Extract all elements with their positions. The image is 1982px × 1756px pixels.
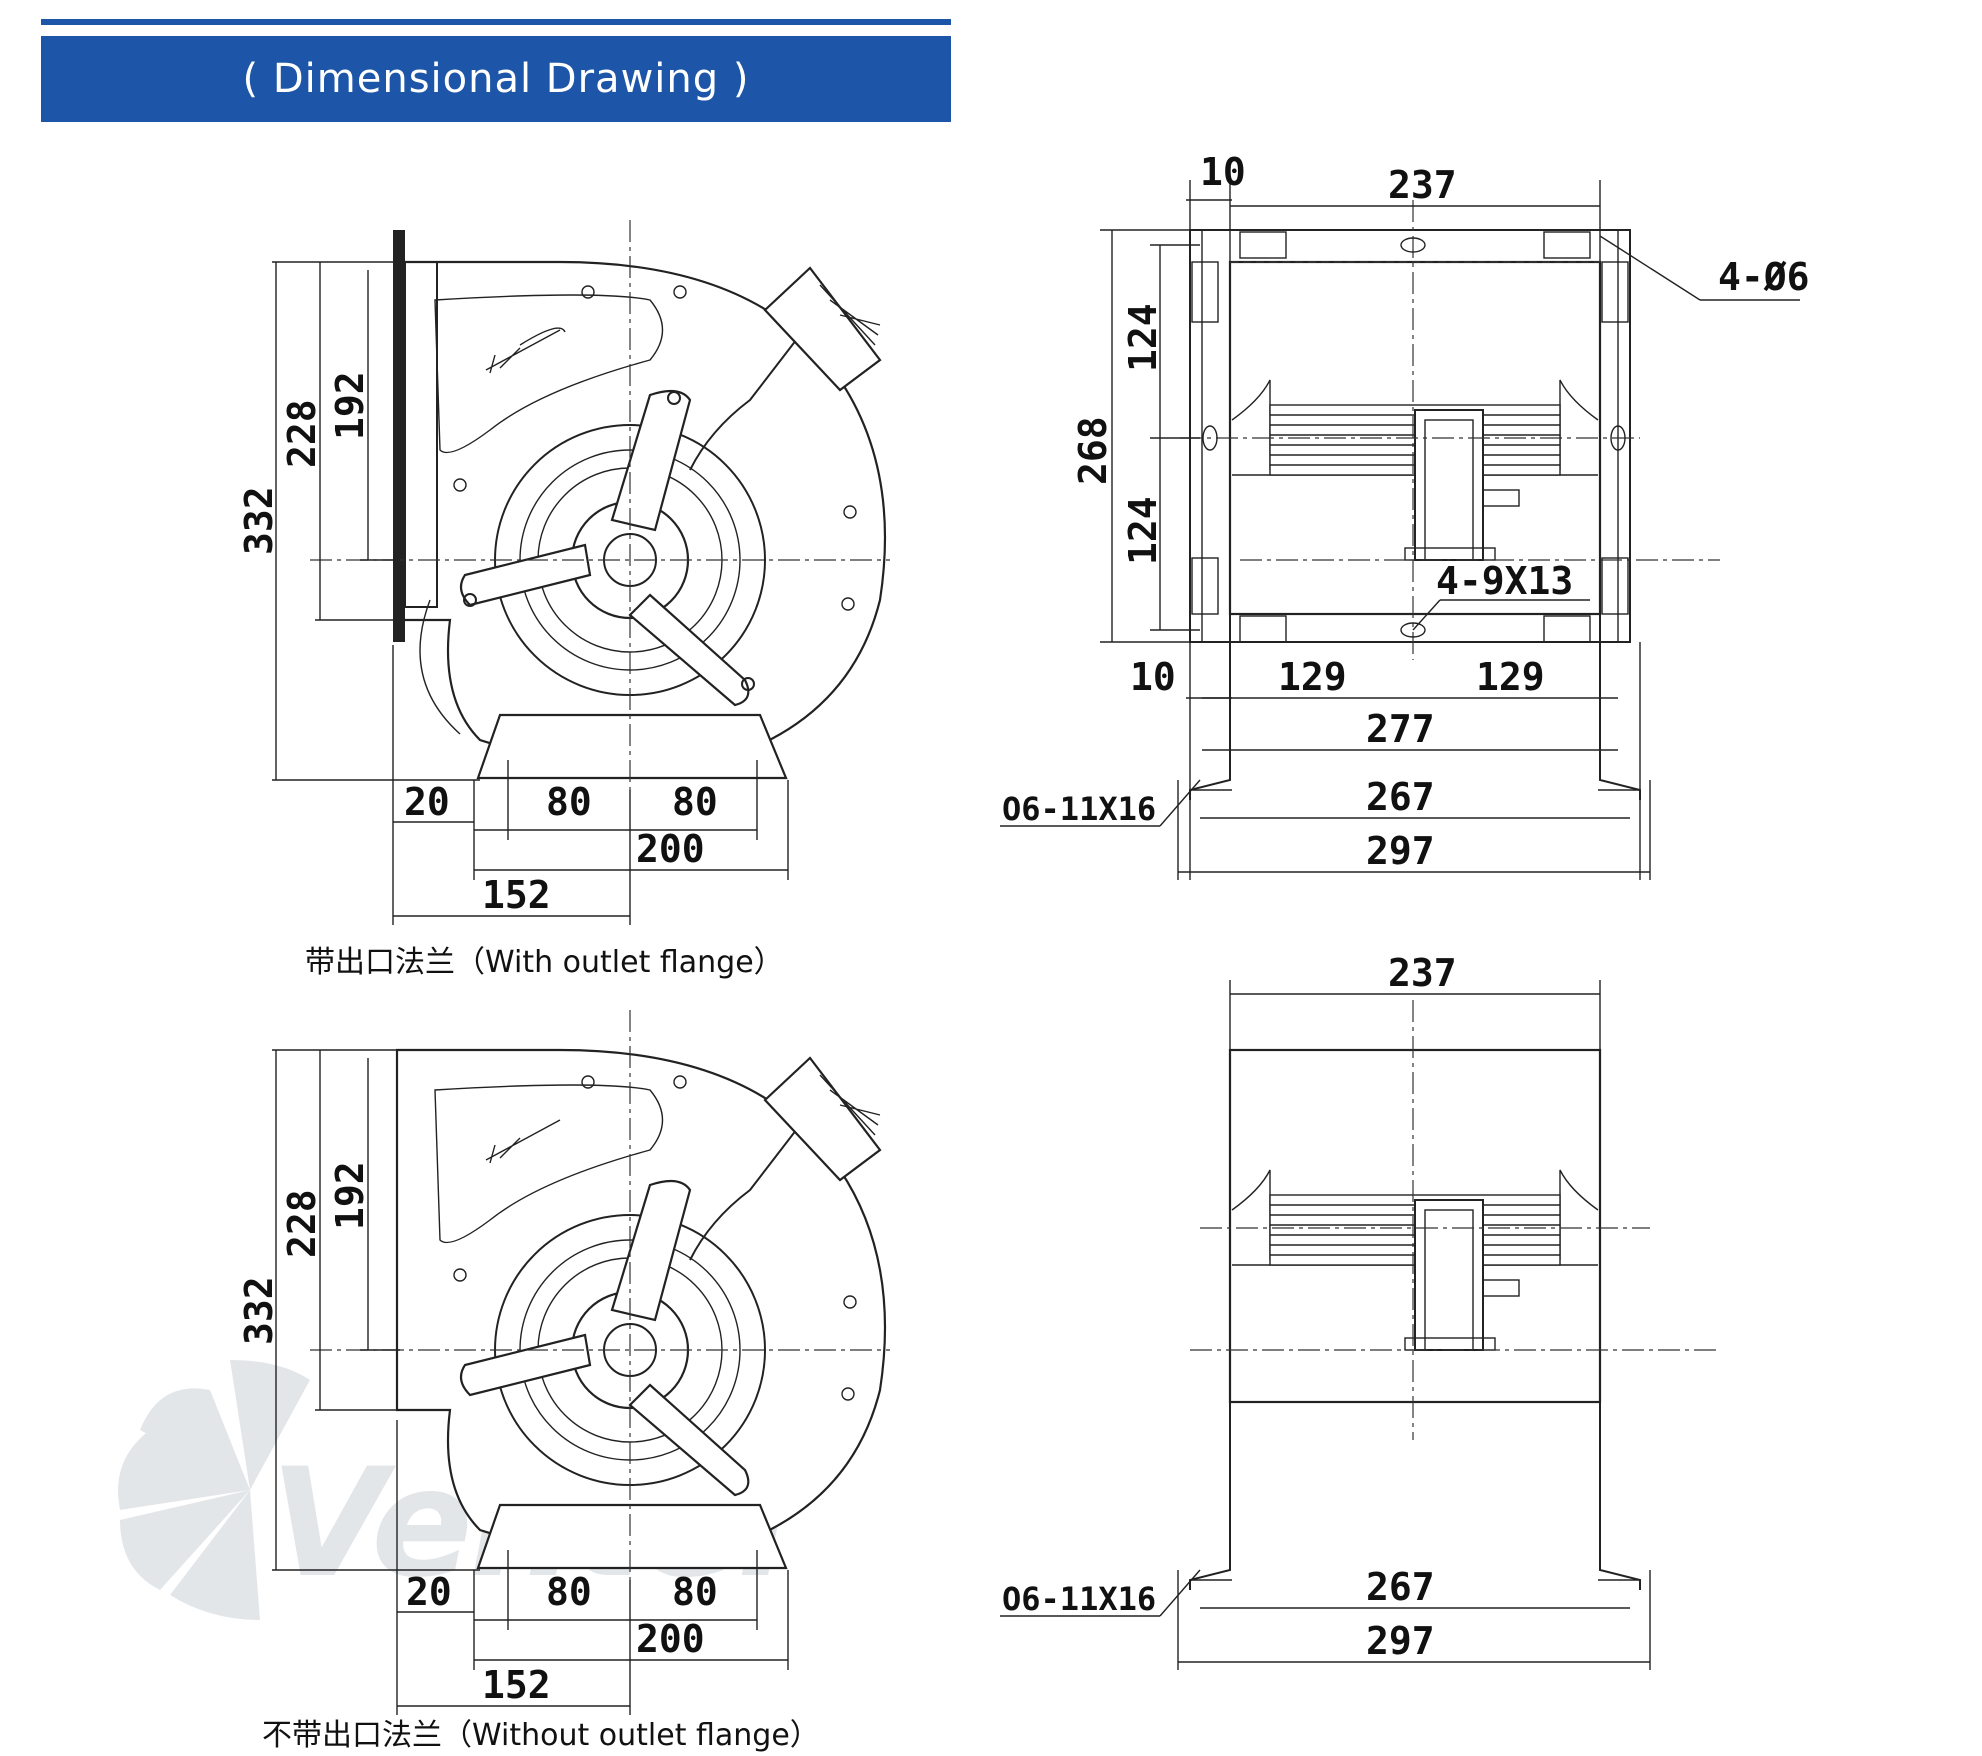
dim-237-top: 237 bbox=[1388, 163, 1457, 207]
note-foot-slot-bottom: O6-11X16 bbox=[1002, 1580, 1156, 1618]
terminal-box bbox=[763, 266, 882, 392]
dim-332: 332 bbox=[237, 486, 281, 555]
dim-228: 228 bbox=[280, 399, 324, 468]
dim-267-top: 267 bbox=[1366, 775, 1435, 819]
dim-10-bottom: 10 bbox=[1130, 655, 1176, 699]
side-view-without-flange: 332 228 192 20 80 80 200 152 不带出口法兰（With… bbox=[237, 1010, 890, 1753]
dim-20-b: 20 bbox=[406, 1570, 452, 1614]
caption-with-flange: 带出口法兰（With outlet flange） bbox=[305, 945, 784, 980]
header-rule bbox=[41, 19, 951, 25]
note-4-holes: 4-Ø6 bbox=[1718, 255, 1810, 299]
dim-192: 192 bbox=[328, 371, 372, 440]
note-foot-slot-top: O6-11X16 bbox=[1002, 790, 1156, 828]
dim-297-bottom: 297 bbox=[1366, 1619, 1435, 1663]
dim-200-b: 200 bbox=[636, 1617, 705, 1661]
dim-268: 268 bbox=[1071, 416, 1115, 485]
motor-body bbox=[1414, 409, 1484, 561]
dim-152: 152 bbox=[482, 873, 551, 917]
dim-124-upper: 124 bbox=[1121, 303, 1165, 372]
section-header: ( Dimensional Drawing ) bbox=[41, 36, 951, 122]
dim-10-top: 10 bbox=[1200, 150, 1246, 194]
section-title: ( Dimensional Drawing ) bbox=[242, 56, 750, 102]
dim-237-bottom: 237 bbox=[1388, 951, 1457, 995]
dim-80-left: 80 bbox=[546, 780, 592, 824]
dim-192-b: 192 bbox=[328, 1161, 372, 1230]
mounting-foot bbox=[476, 713, 788, 780]
front-view-bottom: 237 267 297 O6-11X16 bbox=[1000, 951, 1720, 1670]
dim-129-left: 129 bbox=[1278, 655, 1347, 699]
dim-200: 200 bbox=[636, 827, 705, 871]
front-view-top: 10 237 4-Ø6 268 124 124 4-9X13 10 129 12… bbox=[1000, 150, 1810, 880]
outlet-flange bbox=[393, 230, 405, 642]
dim-277: 277 bbox=[1366, 707, 1435, 751]
note-4-slots: 4-9X13 bbox=[1436, 559, 1573, 603]
dim-124-lower: 124 bbox=[1121, 496, 1165, 565]
dim-267-bottom: 267 bbox=[1366, 1565, 1435, 1609]
dim-129-right: 129 bbox=[1476, 655, 1545, 699]
dim-228-b: 228 bbox=[280, 1189, 324, 1258]
caption-without-flange: 不带出口法兰（Without outlet flange） bbox=[262, 1718, 820, 1753]
dim-80-left-b: 80 bbox=[546, 1570, 592, 1614]
dim-332-b: 332 bbox=[237, 1276, 281, 1345]
dim-297-top: 297 bbox=[1366, 829, 1435, 873]
side-view-with-flange: 332 228 192 20 80 80 200 152 带出口法兰（With … bbox=[237, 220, 890, 980]
dim-20: 20 bbox=[404, 780, 450, 824]
dim-80-right: 80 bbox=[672, 780, 718, 824]
dim-152-b: 152 bbox=[482, 1663, 551, 1707]
dim-80-right-b: 80 bbox=[672, 1570, 718, 1614]
